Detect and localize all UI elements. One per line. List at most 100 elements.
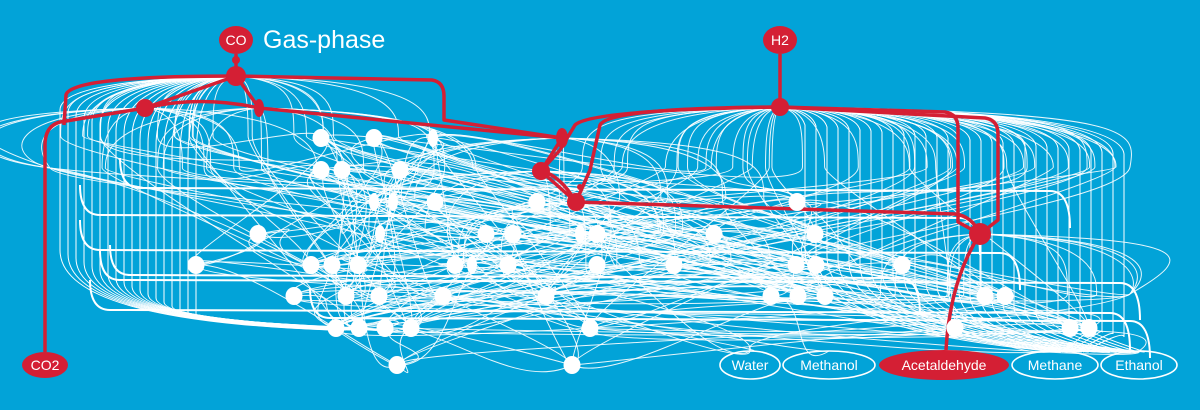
pathway-edge [144, 99, 260, 110]
pathway-edge [779, 105, 1000, 236]
network-edge [779, 106, 1068, 353]
network-edge [442, 295, 799, 305]
network-edge [341, 258, 396, 297]
product-methane[interactable]: Methane [1011, 350, 1099, 380]
network-edge [109, 244, 921, 316]
network-edge [41, 107, 487, 235]
intermediate-node [349, 256, 367, 274]
intermediate-node [575, 225, 585, 243]
intermediate-node [312, 161, 330, 179]
pathway-node [532, 162, 550, 180]
intermediate-node [402, 319, 420, 337]
co2-label: CO2 [31, 357, 60, 373]
intermediate-node [504, 225, 522, 243]
pathway-node [567, 193, 585, 211]
network-edge [331, 106, 781, 266]
intermediate-node [388, 193, 398, 211]
co2-node[interactable]: CO2 [22, 352, 68, 378]
intermediate-node [285, 287, 303, 305]
network-edge [561, 137, 986, 297]
network-edge [373, 135, 659, 234]
co-node[interactable]: CO [219, 26, 253, 54]
network-edge [771, 106, 816, 235]
network-edge [507, 233, 1068, 304]
intermediate-node [705, 225, 723, 243]
network-edge [434, 199, 826, 297]
product-label: Acetaldehyde [902, 357, 987, 373]
h2-node[interactable]: H2 [763, 26, 797, 54]
pathway-node [556, 128, 568, 148]
intermediate-node [563, 356, 581, 374]
product-ethanol[interactable]: Ethanol [1100, 350, 1178, 380]
intermediate-node [467, 256, 477, 274]
product-label: Methane [1028, 357, 1083, 373]
network-edge [901, 233, 1098, 298]
intermediate-node [893, 256, 911, 274]
network-edge [358, 327, 1090, 336]
network-edge [507, 264, 751, 352]
network-edge [358, 322, 573, 366]
intermediate-node [434, 287, 452, 305]
intermediate-nodes [187, 129, 1098, 374]
pathway-node [226, 66, 246, 86]
co-label: CO [226, 32, 247, 48]
intermediate-node [376, 319, 394, 337]
network-edge [310, 201, 436, 266]
network-edge [536, 201, 751, 355]
pathway-edge [144, 74, 237, 110]
h2-label: H2 [771, 32, 789, 48]
intermediate-node [446, 256, 464, 274]
intermediate-node [665, 256, 683, 274]
pathway-node [232, 56, 240, 64]
network-edge [389, 327, 419, 366]
product-methanol[interactable]: Methanol [782, 350, 876, 380]
network-edge [558, 137, 798, 207]
network-edge [432, 137, 715, 235]
product-label: Water [732, 357, 769, 373]
labels: CO Gas-phase H2 CO2 Water Methanol Aceta… [22, 26, 1178, 380]
pathway-edge [539, 105, 781, 173]
network-edge [396, 233, 514, 366]
network-edge [373, 197, 547, 299]
intermediate-node [581, 319, 599, 337]
network-edge [512, 221, 715, 235]
intermediate-node [365, 129, 383, 147]
intermediate-node [996, 287, 1014, 305]
intermediate-node [528, 193, 546, 211]
network-edge [438, 262, 525, 266]
intermediate-node [946, 319, 964, 337]
pathway-edge [258, 106, 563, 140]
intermediate-node [388, 356, 406, 374]
product-water[interactable]: Water [719, 350, 781, 380]
network-edge [310, 106, 911, 266]
product-acetaldehyde[interactable]: Acetaldehyde [879, 350, 1009, 380]
network-edge [511, 201, 539, 241]
network-edge [796, 199, 1090, 329]
network-edge [21, 107, 456, 266]
network-edge [454, 137, 669, 266]
network-edge [545, 295, 1140, 355]
product-label: Methanol [800, 357, 858, 373]
network-edge [156, 75, 322, 149]
network-edge [779, 106, 1082, 353]
network-edge [779, 106, 1090, 329]
intermediate-node [762, 287, 780, 305]
pathway-node [577, 184, 583, 190]
network-edge [571, 323, 1090, 366]
network-edge [426, 135, 579, 366]
intermediate-node [333, 161, 351, 179]
network-edge [341, 169, 360, 329]
network-edge [195, 75, 399, 331]
intermediate-node [428, 129, 438, 147]
intermediate-node [249, 225, 267, 243]
network-edge [779, 106, 1132, 266]
network-edge [257, 228, 312, 266]
network-edge [345, 263, 797, 297]
network-edge [779, 106, 1103, 353]
intermediate-node [806, 225, 824, 243]
intermediate-node [537, 287, 555, 305]
pathway-node [136, 99, 154, 117]
product-label: Ethanol [1115, 357, 1162, 373]
